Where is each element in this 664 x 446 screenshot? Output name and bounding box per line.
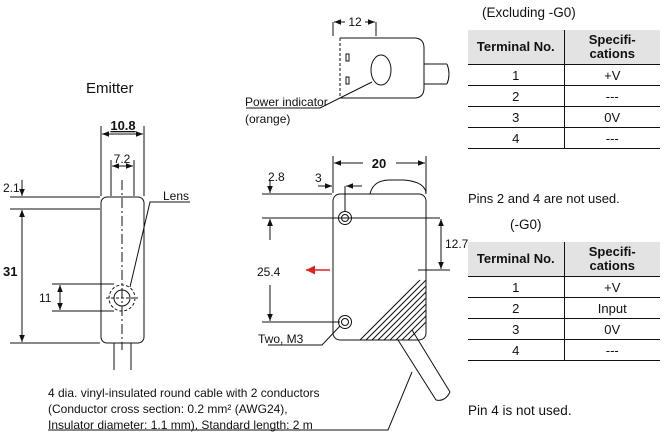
table-row: 2 Input — [468, 297, 660, 319]
lens-leader — [129, 201, 190, 288]
table-excluding-g0-caption: (Excluding -G0) — [482, 5, 576, 20]
dim-31: 31 — [3, 264, 17, 279]
lens-label: Lens — [163, 189, 189, 203]
cable-boot-hatching — [359, 279, 427, 341]
table-row: 3 0V — [468, 106, 660, 128]
table-g0-note: Pin 4 is not used. — [468, 403, 572, 418]
mount-hole-bottom — [338, 315, 352, 329]
top-view-slot-b — [345, 76, 350, 85]
top-view — [246, 19, 450, 109]
header-specifications: Specifi-cations — [563, 242, 660, 277]
table-row: 4 --- — [468, 127, 660, 149]
mount-holes-label: Two, M3 — [258, 332, 304, 346]
dim-20: 20 — [372, 156, 386, 171]
side-view — [48, 156, 451, 431]
table-row: 1 +V — [468, 64, 660, 86]
table-row: 1 +V — [468, 276, 660, 298]
header-terminal-no: Terminal No. — [468, 30, 564, 65]
dim-10-8: 10.8 — [110, 118, 135, 133]
cable-note-leader — [48, 371, 413, 431]
table-row: 3 0V — [468, 318, 660, 340]
dim-12: 12 — [348, 15, 362, 29]
dim-3: 3 — [315, 171, 322, 185]
cable-note-line-2: (Conductor cross section: 0.2 mm² (AWG24… — [48, 402, 288, 416]
top-view-body — [340, 37, 425, 99]
cable-note-line-1: 4 dia. vinyl-insulated round cable with … — [48, 386, 320, 400]
table-g0-caption: (-G0) — [510, 217, 542, 232]
table-g0: Terminal No. Specifi-cations 1 +V 2 Inpu… — [468, 242, 660, 361]
dim-12-7: 12.7 — [445, 237, 469, 251]
power-indicator-lens — [370, 54, 392, 86]
table-row: 2 --- — [468, 85, 660, 107]
header-terminal-no: Terminal No. — [468, 242, 564, 277]
table-excluding-g0: Terminal No. Specifi-cations 1 +V 2 --- … — [468, 30, 660, 149]
table-excluding-g0-note: Pins 2 and 4 are not used. — [468, 191, 620, 206]
dim-2-8: 2.8 — [268, 170, 285, 184]
cable-note-line-3: Insulator diameter: 1.1 mm), Standard le… — [48, 418, 313, 432]
dim-25-4: 25.4 — [257, 265, 281, 279]
emitter-view — [10, 126, 190, 370]
dim-7-2: 7.2 — [114, 152, 131, 166]
mount-holes-leader — [268, 325, 341, 346]
dim-2-1: 2.1 — [3, 181, 20, 195]
dim-11: 11 — [39, 291, 52, 305]
power-indicator-color-label: (orange) — [245, 112, 290, 126]
emitter-title: Emitter — [86, 80, 134, 97]
power-indicator-label: Power indicator — [245, 95, 328, 109]
table-row: 4 --- — [468, 339, 660, 361]
power-indicator-leader — [246, 81, 373, 109]
header-specifications: Specifi-cations — [563, 30, 660, 65]
side-view-body — [332, 193, 427, 341]
top-view-slot-a — [345, 53, 350, 62]
side-view-cap — [369, 179, 427, 195]
